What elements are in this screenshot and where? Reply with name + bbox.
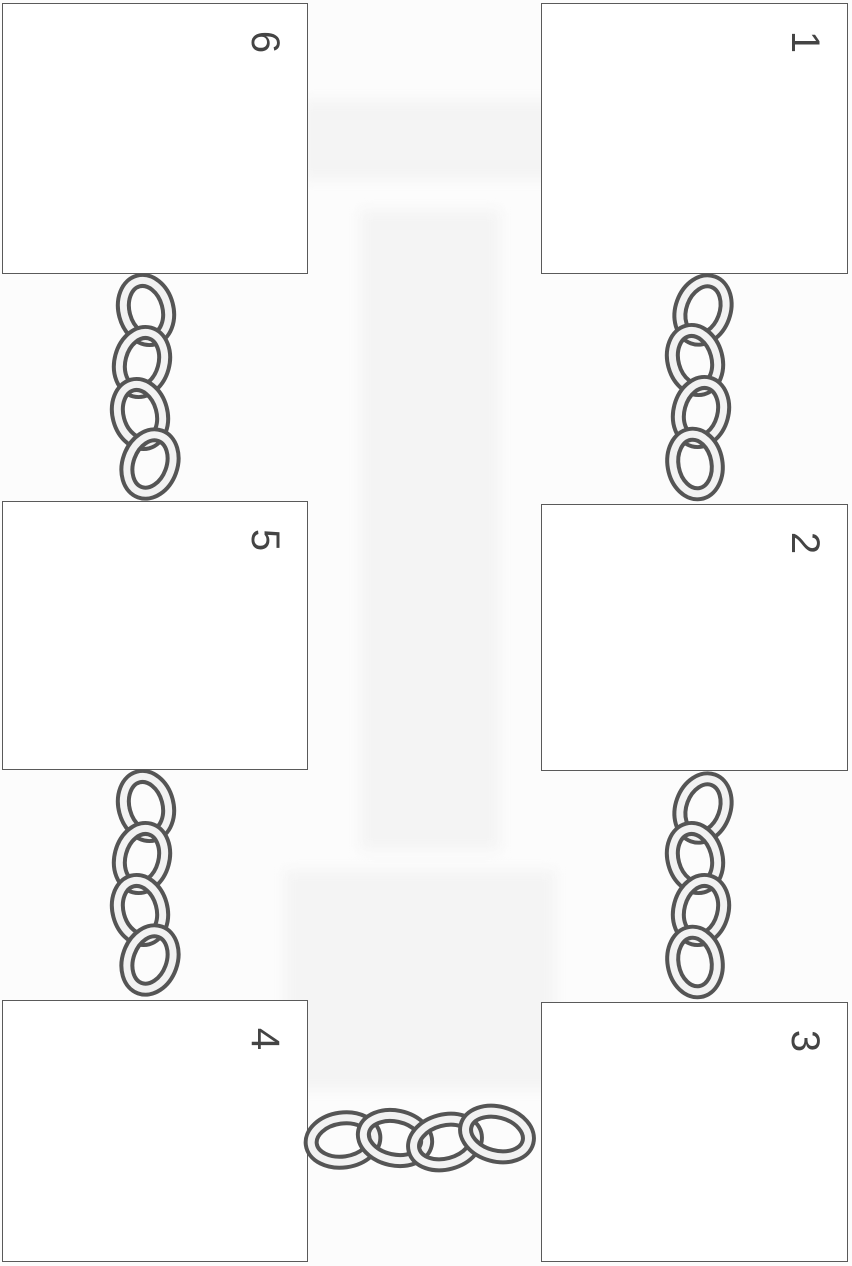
- chain-5-4: [100, 768, 190, 1000]
- box-number-4: 4: [245, 1019, 285, 1059]
- chain-1-2: [655, 272, 745, 504]
- box-number-1: 1: [785, 22, 825, 62]
- box-2: 2: [541, 504, 848, 771]
- background-shade-bottom: [285, 870, 555, 1090]
- box-number-3: 3: [785, 1021, 825, 1061]
- box-number-5: 5: [245, 520, 285, 560]
- box-number-2: 2: [785, 523, 825, 563]
- chain-link: [668, 431, 722, 498]
- box-5: 5: [2, 501, 308, 770]
- box-number-6: 6: [245, 22, 285, 62]
- chain-link: [668, 929, 722, 996]
- chain-6-5: [100, 272, 190, 504]
- background-shade-middle: [360, 210, 500, 850]
- box-4: 4: [2, 1000, 308, 1262]
- background-shade-top: [300, 100, 560, 180]
- box-3: 3: [541, 1002, 848, 1262]
- box-1: 1: [541, 3, 848, 274]
- chain-2-3: [655, 770, 745, 1002]
- box-6: 6: [2, 3, 308, 274]
- chain-4-3: [303, 1090, 543, 1190]
